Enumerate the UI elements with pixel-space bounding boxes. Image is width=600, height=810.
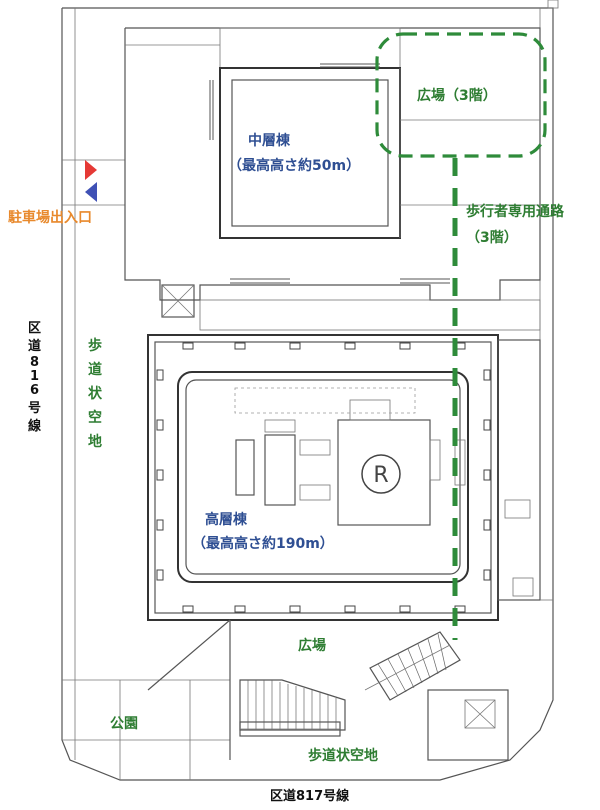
entry-arrow-icon	[85, 160, 97, 180]
high-rise-building: R	[147, 334, 499, 621]
road-816-label: 区 道 8 1 6 号 線	[28, 321, 42, 434]
plaza-ground-label: 広場	[298, 637, 326, 654]
mid-building-name: 中層棟	[248, 132, 291, 149]
sidewalk-char: 状	[88, 385, 103, 402]
park-label: 公園	[110, 716, 138, 732]
sidewalk-space-bottom: 歩道状空地	[308, 747, 378, 764]
high-building-height: （最高高さ約190m）	[192, 535, 334, 552]
plaza-3f-label: 広場（3階）	[417, 87, 497, 104]
mid-building-height: （最高高さ約50m）	[228, 157, 360, 174]
road-816-char: 区	[28, 321, 41, 336]
plaza-3f-outline	[375, 32, 547, 158]
sidewalk-char: 空	[88, 409, 102, 426]
heliport-circle	[361, 454, 401, 494]
parking-entrance-label: 駐車場出入口	[8, 209, 92, 226]
sidewalk-space-left: 歩 道 状 空 地	[88, 337, 103, 450]
road-816-char: 線	[28, 418, 42, 434]
exit-arrow-icon	[85, 182, 97, 202]
road-816-char: 8	[30, 355, 39, 370]
east-annex	[497, 339, 553, 601]
pedestrian-path-floor: （3階）	[466, 229, 518, 246]
sidewalk-char: 道	[88, 361, 102, 378]
road-816-char: 1	[30, 369, 39, 384]
columns	[156, 342, 491, 613]
sidewalk-char: 歩	[88, 337, 102, 354]
pedestrian-path-label: 歩行者専用通路	[466, 203, 565, 220]
road-816-char: 道	[28, 338, 41, 354]
heliport-mark: R	[373, 463, 388, 488]
escalators	[147, 619, 509, 761]
road-817-label: 区道817号線	[270, 788, 350, 804]
road-816-char: 号	[28, 401, 41, 416]
sidewalk-char: 地	[88, 433, 102, 450]
high-building-name: 高層棟	[205, 511, 248, 528]
site-boundary	[61, 0, 559, 781]
road-816-char: 6	[30, 383, 39, 398]
mid-rise-building	[124, 27, 541, 331]
